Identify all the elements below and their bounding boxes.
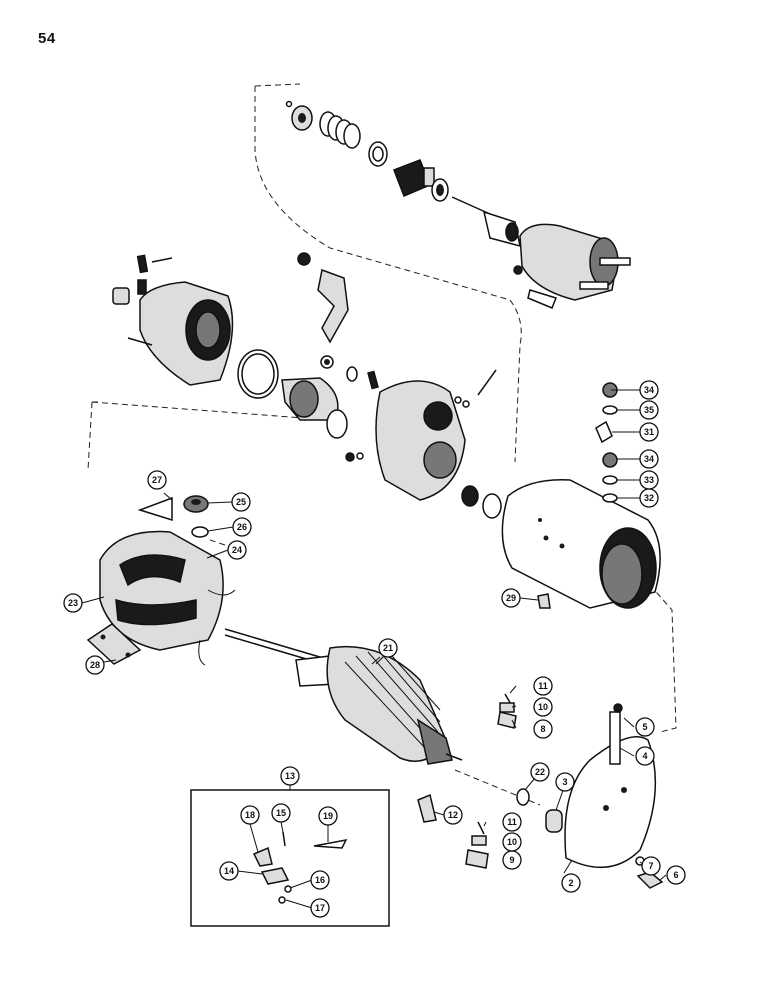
callout-6: 6 bbox=[666, 865, 686, 885]
callout-label: 7 bbox=[648, 861, 653, 871]
solenoid-body bbox=[513, 223, 631, 309]
callout-17: 17 bbox=[310, 898, 330, 918]
callout-26: 26 bbox=[232, 517, 252, 537]
callout-14: 14 bbox=[219, 861, 239, 881]
callout-label: 13 bbox=[285, 771, 295, 781]
callout-25: 25 bbox=[231, 492, 251, 512]
callout-label: 14 bbox=[224, 866, 234, 876]
callout-label: 21 bbox=[383, 643, 393, 653]
callout-12: 12 bbox=[443, 805, 463, 825]
callout-label: 3 bbox=[562, 777, 567, 787]
page-number: 54 bbox=[38, 30, 56, 47]
terminal-hardware bbox=[595, 382, 618, 503]
solenoid-group-top-line bbox=[254, 83, 301, 87]
callout-2: 2 bbox=[561, 873, 581, 893]
callout-label: 11 bbox=[538, 681, 548, 691]
callout-label: 6 bbox=[673, 870, 678, 880]
callout-10-lower: 10 bbox=[502, 832, 522, 852]
callout-34-upper: 34 bbox=[639, 380, 659, 400]
callout-4: 4 bbox=[635, 746, 655, 766]
field-coil-assembly bbox=[86, 495, 236, 666]
housing-group-boundary bbox=[87, 401, 331, 471]
callout-9: 9 bbox=[502, 850, 522, 870]
field-frame-boundary bbox=[209, 539, 677, 733]
callout-8: 8 bbox=[533, 719, 553, 739]
callout-label: 26 bbox=[237, 522, 247, 532]
callout-label: 10 bbox=[538, 702, 548, 712]
callout-label: 28 bbox=[90, 660, 100, 670]
callout-label: 18 bbox=[245, 810, 255, 820]
callout-22: 22 bbox=[530, 762, 550, 782]
callout-31: 31 bbox=[639, 422, 659, 442]
callout-27: 27 bbox=[147, 470, 167, 490]
callout-13: 13 bbox=[280, 766, 300, 786]
callout-label: 25 bbox=[236, 497, 246, 507]
callout-label: 9 bbox=[509, 855, 514, 865]
callout-label: 10 bbox=[507, 837, 517, 847]
callout-10-upper: 10 bbox=[533, 697, 553, 717]
callout-11-upper: 11 bbox=[533, 676, 553, 696]
callout-label: 8 bbox=[540, 724, 545, 734]
callout-32: 32 bbox=[639, 488, 659, 508]
callout-label: 22 bbox=[535, 767, 545, 777]
callout-11-lower: 11 bbox=[502, 812, 522, 832]
callout-label: 5 bbox=[642, 722, 647, 732]
plunger-spring bbox=[319, 111, 361, 149]
armature-axis-line bbox=[454, 769, 541, 806]
callout-35: 35 bbox=[639, 400, 659, 420]
solenoid-group-boundary bbox=[254, 86, 522, 463]
callout-3: 3 bbox=[555, 772, 575, 792]
callout-21: 21 bbox=[378, 638, 398, 658]
callout-label: 35 bbox=[644, 405, 654, 415]
callout-label: 33 bbox=[644, 475, 654, 485]
callout-16: 16 bbox=[310, 870, 330, 890]
callout-label: 12 bbox=[448, 810, 458, 820]
brush-holder-inset bbox=[190, 784, 390, 927]
callout-label: 32 bbox=[644, 493, 654, 503]
callout-label: 27 bbox=[152, 475, 162, 485]
callout-23: 23 bbox=[63, 593, 83, 613]
callout-label: 16 bbox=[315, 875, 325, 885]
commutator-end-frame bbox=[417, 593, 664, 889]
callout-label: 19 bbox=[323, 811, 333, 821]
callout-label: 15 bbox=[276, 808, 286, 818]
solenoid-assembly bbox=[285, 100, 631, 309]
callout-33: 33 bbox=[639, 470, 659, 490]
callout-label: 34 bbox=[644, 454, 654, 464]
drive-housing bbox=[112, 254, 279, 399]
field-frame bbox=[461, 479, 661, 609]
callout-label: 23 bbox=[68, 598, 78, 608]
callout-7: 7 bbox=[641, 856, 661, 876]
callout-18: 18 bbox=[240, 805, 260, 825]
callout-5: 5 bbox=[635, 717, 655, 737]
armature bbox=[224, 628, 463, 765]
callout-15: 15 bbox=[271, 803, 291, 823]
callout-24: 24 bbox=[227, 540, 247, 560]
callout-label: 24 bbox=[232, 545, 242, 555]
shift-lever-assembly bbox=[281, 252, 497, 501]
callout-19: 19 bbox=[318, 806, 338, 826]
callout-label: 29 bbox=[506, 593, 516, 603]
callout-34-lower: 34 bbox=[639, 449, 659, 469]
callout-label: 17 bbox=[315, 903, 325, 913]
callout-label: 4 bbox=[642, 751, 647, 761]
callout-label: 11 bbox=[507, 817, 517, 827]
callout-label: 31 bbox=[644, 427, 654, 437]
callout-28: 28 bbox=[85, 655, 105, 675]
callout-29: 29 bbox=[501, 588, 521, 608]
callout-label: 2 bbox=[568, 878, 573, 888]
callout-label: 34 bbox=[644, 385, 654, 395]
